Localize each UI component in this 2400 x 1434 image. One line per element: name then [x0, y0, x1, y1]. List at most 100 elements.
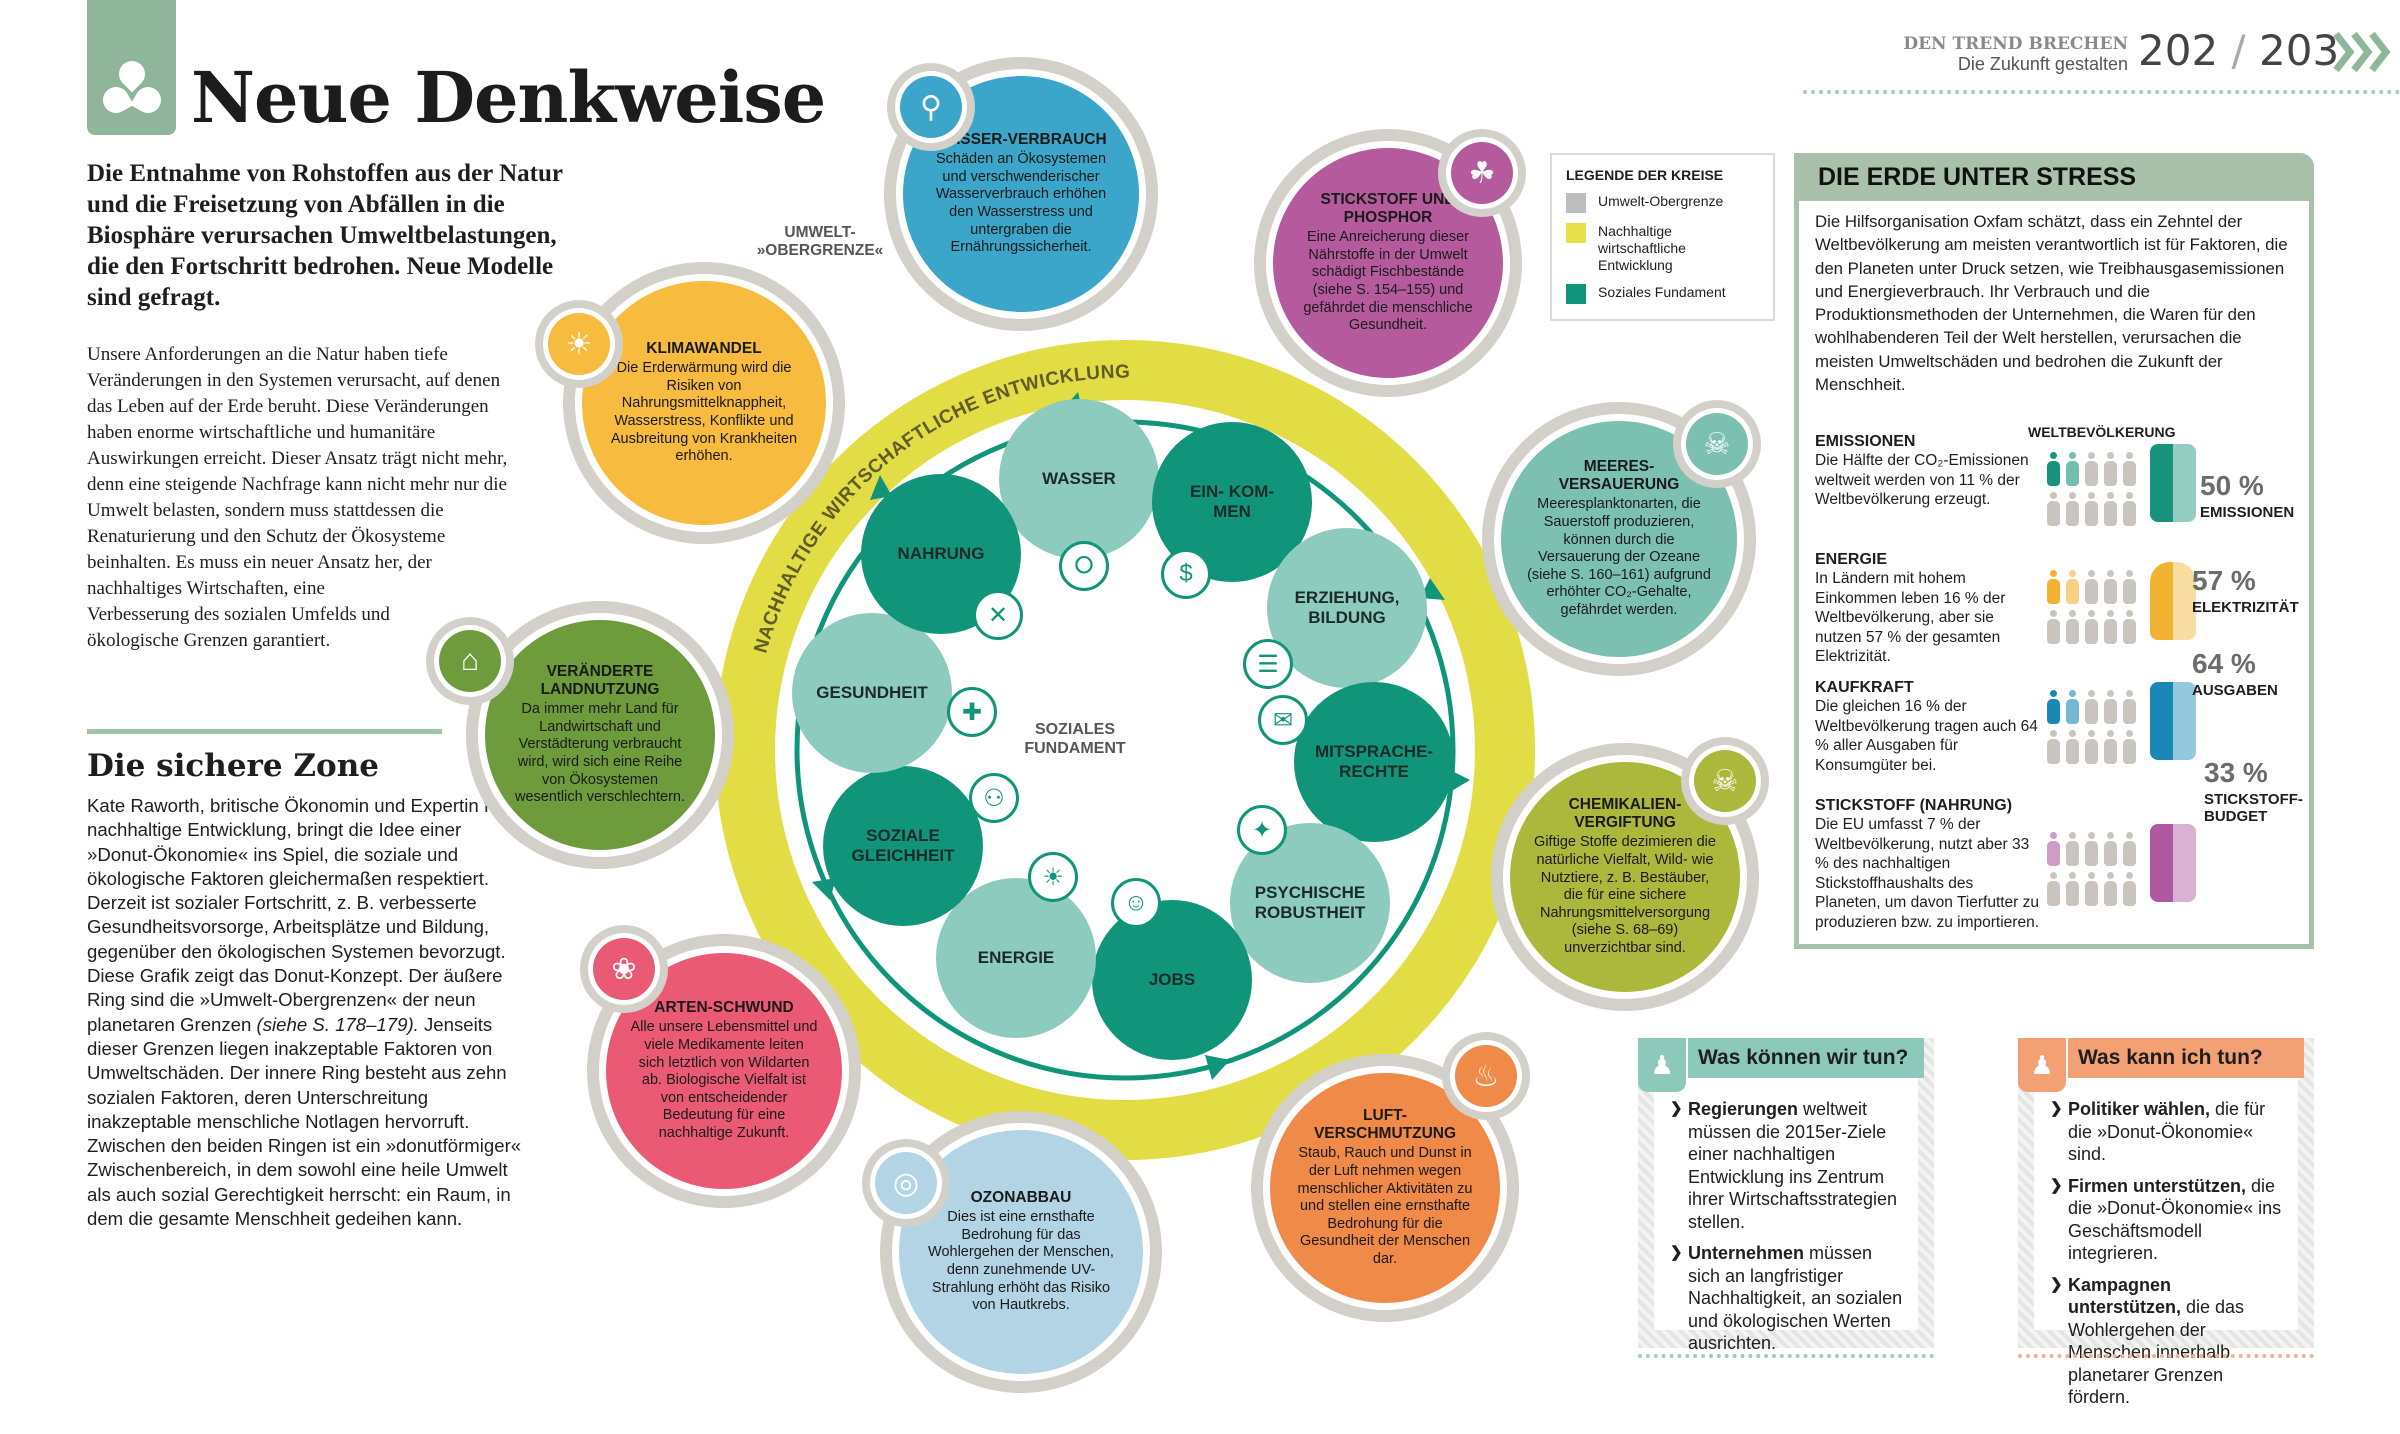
stat-text: Die gleichen 16 % der Weltbevölkerung tr… — [1815, 698, 2038, 774]
person-icon: ♟ — [2018, 1038, 2066, 1092]
stat-value: 50 % — [2200, 470, 2264, 501]
person-icon — [2084, 492, 2099, 526]
we-items: Regierungen weltweit müssen die 2015er-Z… — [1654, 1038, 1918, 1353]
legend-item: Nachhaltige wirtschaftliche Entwicklung — [1566, 223, 1759, 274]
person-icon — [2065, 690, 2080, 724]
page-left: 202 — [2138, 26, 2219, 75]
chapter-kicker: DEN TREND BRECHEN — [1903, 34, 2128, 54]
person-icon — [2103, 690, 2118, 724]
dotted-rule — [1803, 90, 2400, 94]
we-action-box: Regierungen weltweit müssen die 2015er-Z… — [1638, 1038, 1934, 1353]
person-icon — [2084, 730, 2099, 764]
person-icon — [2122, 570, 2137, 604]
chapter-subtitle: Die Zukunft gestalten — [1957, 54, 2128, 74]
boundary-title: Veränderte Landnutzung — [540, 663, 660, 699]
person-icon — [2103, 452, 2118, 486]
population-pictogram — [2046, 452, 2139, 526]
legend-label: Umwelt-Obergrenze — [1598, 193, 1724, 209]
boundary-text: Schäden an Ökosystemen und verschwenderi… — [935, 151, 1107, 256]
person-icon — [2065, 492, 2080, 526]
person-icon — [2103, 570, 2118, 604]
person-icon — [2065, 832, 2080, 866]
boundary-icon: ◎ — [875, 1152, 937, 1214]
person-icon — [2046, 832, 2061, 866]
action-bold: Kampagnen unterstützen, — [2068, 1274, 2182, 1318]
page-reference: (siehe S. 178–179). — [256, 1013, 419, 1035]
stat-heading: KAUFKRAFT — [1815, 679, 1914, 696]
person-icon — [2122, 492, 2137, 526]
stat-heading: STICKSTOFF (NAHRUNG) — [1815, 797, 2013, 814]
person-icon — [2103, 730, 2118, 764]
boundary-bubble-5: Luft-verschmutzungStaub, Rauch und Dunst… — [1270, 1073, 1500, 1303]
person-icon — [2065, 452, 2080, 486]
social-factor-icon: ✉ — [1258, 695, 1308, 745]
boundary-icon: ⌂ — [439, 630, 501, 692]
intro-text: Unsere Anforderungen an die Natur haben … — [87, 344, 508, 651]
stat-value-label: STICKSTOFF-BUDGET — [2204, 791, 2303, 825]
social-factor-7: ENERGIE — [936, 878, 1096, 1038]
legend-swatch — [1566, 193, 1586, 213]
boundary-icon: ♨ — [1455, 1045, 1517, 1107]
person-icon — [2084, 872, 2099, 906]
person-icon — [2084, 610, 2099, 644]
boundary-bubble-1: Wasser-verbrauchSchäden an Ökosystemen u… — [903, 76, 1139, 312]
boundary-bubble-2: Stickstoff und PhosphorEine Anreicherung… — [1273, 148, 1503, 378]
boundary-text: Staub, Rauch und Dunst in der Luft nehme… — [1297, 1145, 1473, 1267]
person-icon — [2122, 690, 2137, 724]
person-icon — [2103, 872, 2118, 906]
stat-value-label: EMISSIONEN — [2200, 504, 2295, 521]
social-factor-icon: ☰ — [1243, 639, 1293, 689]
boundary-title: Meeres-versauerung — [1558, 458, 1680, 494]
stress-intro: Die Hilfsorganisation Oxfam schätzt, das… — [1815, 212, 2288, 395]
section-text-a: Kate Raworth, britische Ökonomin und Exp… — [87, 795, 506, 1035]
boundary-icon: ❀ — [593, 938, 655, 1000]
social-factor-icon: ✕ — [973, 590, 1023, 640]
dotted-rule — [2018, 1354, 2314, 1358]
legend-label: Soziales Fundament — [1598, 284, 1726, 300]
grain-sack-icon — [2150, 824, 2196, 902]
dotted-rule — [1638, 1354, 1934, 1358]
person-icon — [2103, 610, 2118, 644]
factory-cloud-icon — [2150, 444, 2196, 522]
person-icon — [2084, 832, 2099, 866]
boundary-title: Stickstoff und Phosphor — [1320, 191, 1456, 227]
boundary-icon: ⚲ — [900, 76, 962, 138]
lightbulb-icon — [2150, 562, 2196, 640]
action-bold: Regierungen — [1688, 1099, 1799, 1119]
boundary-bubble-9: KlimawandelDie Erderwärmung wird die Ris… — [582, 281, 826, 525]
action-text: weltweit müssen die 2015er-Ziele einer n… — [1688, 1099, 1898, 1232]
stat-heading: ENERGIE — [1815, 551, 1888, 568]
action-item: Kampagnen unterstützen, die das Wohlerge… — [2050, 1274, 2284, 1409]
stat-3: KAUFKRAFT Die gleichen 16 % der Weltbevöl… — [1815, 678, 2043, 775]
me-items: Politiker wählen, die für die »Donut-Öko… — [2034, 1038, 2298, 1407]
social-factor-icon: ☺ — [1111, 878, 1161, 928]
we-heading: Was können wir tun? — [1688, 1038, 1924, 1078]
boundary-title: Luft-verschmutzung — [1313, 1107, 1457, 1143]
section-text: Kate Raworth, britische Ökonomin und Exp… — [87, 794, 532, 1231]
person-icon — [2065, 872, 2080, 906]
lead-paragraph: Die Entnahme von Rohstoffen aus der Natu… — [87, 160, 563, 311]
page-sep: / — [2231, 26, 2246, 75]
stat-value: 64 % — [2192, 648, 2256, 679]
boundary-label: UMWELT- »OBERGRENZE« — [756, 224, 884, 259]
intro-block: Unsere Anforderungen an die Natur haben … — [87, 342, 527, 730]
person-icon — [2046, 492, 2061, 526]
stat-value-label: AUSGABEN — [2192, 682, 2278, 699]
boundary-title: Arten-schwund — [654, 999, 794, 1017]
lead-block: Die Entnahme von Rohstoffen aus der Natu… — [87, 158, 587, 402]
boundary-title: Wasser-verbrauch — [935, 131, 1107, 149]
boundary-text: Eine Anreicherung dieser Nährstoffe in d… — [1303, 229, 1473, 334]
me-heading: Was kann ich tun? — [2068, 1038, 2304, 1078]
chevron-icon — [2333, 31, 2391, 73]
legend-item: Umwelt-Obergrenze — [1566, 193, 1759, 213]
boundary-title: Ozonabbau — [970, 1189, 1072, 1207]
stat-text: Die Hälfte der CO₂-Emissionen weltweit w… — [1815, 452, 2029, 508]
stat-value: 57 % — [2192, 565, 2256, 596]
social-factor-8: SOZIALE GLEICHHEIT — [823, 766, 983, 926]
social-factor-icon: ✚ — [947, 687, 997, 737]
boundary-icon: ☠ — [1694, 750, 1756, 812]
person-icon — [2046, 570, 2061, 604]
